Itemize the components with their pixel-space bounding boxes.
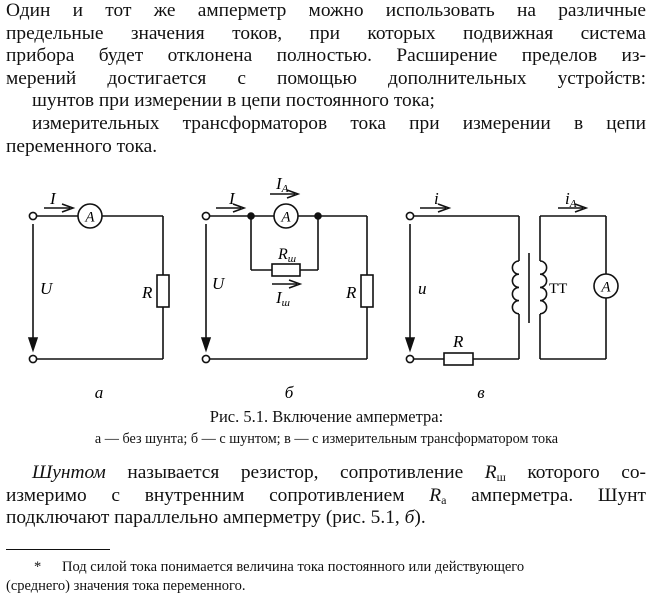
shunt-line-2: измеримо с внутренним сопротивлением Rа … [6,484,646,507]
circuit-c-transformer-label: ТТ [549,281,567,297]
circuit-b-wiring [209,215,368,360]
circuit-b-voltage-label: U [212,274,226,293]
circuit-c-voltage-label: u [418,279,427,298]
list-item-shunts: шунтов при измерении в цепи постоянного … [32,90,435,112]
circuit-c-ammeter [593,273,619,299]
circuit-c-secondary-wiring [539,215,607,360]
circuit-b-node-left [247,212,255,220]
circuit-b-resistor [360,274,374,308]
circuit-c-primary-wiring [413,215,520,360]
circuit-b-shunt-resistor [271,263,301,277]
circuit-b-sublabel: б [285,383,294,400]
circuit-c-secondary-current-label: iА [565,189,577,210]
circuit-c-ammeter-label: A [600,280,611,296]
circuit-c-terminal-top [405,211,415,221]
circuit-c-terminal-bottom [405,354,415,364]
intro-paragraph: Один и тот же амперметр можно использова… [6,0,646,158]
circuit-b-shunt-label: Rш [277,246,296,265]
circuit-c-secondary-coil [539,260,548,315]
circuit-a-current-label: I [49,189,57,208]
list-item-transformers-line-1: измерительных трансформаторов тока при и… [32,112,646,134]
circuit-a-ammeter [77,203,103,229]
ammeter-circuits-figure: I A U R а I IA A Rш Iш U R б i iА ТТ A u… [27,174,619,400]
circuit-b-voltage-arrow [200,224,212,353]
circuit-a-voltage-label: U [40,279,54,298]
circuit-b-resistor-label: R [345,283,357,302]
circuit-b-current-arrow [216,203,247,213]
footnote-separator [6,549,110,550]
circuit-a-resistor-label: R [141,283,153,302]
shunt-line-3: подключают параллельно амперметру (рис. … [6,507,426,529]
circuit-b-shunt-current-label: Iш [275,288,290,309]
figure-caption-detail: а — без шунта; б — с шунтом; в — с измер… [94,431,559,447]
circuit-b-terminal-bottom [201,354,211,364]
circuit-c-current-label: i [434,189,439,208]
circuit-a-terminal-top [28,211,38,221]
circuit-b-ammeter [273,203,299,229]
circuit-b-ammeter-current-label: IA [275,174,289,195]
circuit-b-ammeter-label: A [280,210,291,226]
intro-line-4: мерений достигается с помощью дополнител… [6,67,646,89]
footnote-line-1: Под силой тока понимается величина тока … [62,559,525,575]
circuit-c-secondary-current-arrow [558,203,589,213]
circuit-c-current-arrow [420,203,452,213]
intro-line-2: предельные значения токов, при которых п… [6,22,646,44]
circuit-a-voltage-arrow [27,224,39,353]
list-item-transformers-line-2: переменного тока. [6,135,158,157]
circuit-c-sublabel: в [477,383,485,400]
circuit-b-node-right [314,212,322,220]
circuit-a-current-arrow [44,203,76,213]
shunt-definition-paragraph: Шунтом называется резистор, сопротивлени… [6,462,646,530]
circuit-b-shunt-current-arrow [272,279,303,289]
circuit-a-terminal-bottom [28,354,38,364]
circuit-c-resistor-label: R [452,332,464,351]
circuit-a-sublabel: а [95,383,104,400]
footnote-marker: * [34,559,42,575]
circuit-a-ammeter-label: A [84,210,95,226]
footnote: * Под силой тока понимается величина тока… [6,558,642,596]
circuit-c-voltage-arrow [404,224,416,353]
intro-line-1: Один и тот же амперметр можно использова… [6,0,646,21]
intro-line-3: прибора будет отклонена полностью. Расши… [6,45,646,67]
footnote-line-2: (среднего) значения тока переменного. [6,578,246,594]
circuit-b-ammeter-current-arrow [270,189,301,199]
circuit-a-resistor [156,274,170,308]
shunt-term: Шунтом [32,462,106,483]
circuit-a-wiring [36,215,164,360]
circuit-b-terminal-top [201,211,211,221]
circuit-c-primary-coil [511,260,520,315]
circuit-c-resistor [443,352,474,366]
circuit-b-current-label: I [228,189,236,208]
shunt-line-1: Шунтом называется резистор, сопротивлени… [32,462,646,484]
figure-caption-title: Рис. 5.1. Включение амперметра: [209,407,444,426]
